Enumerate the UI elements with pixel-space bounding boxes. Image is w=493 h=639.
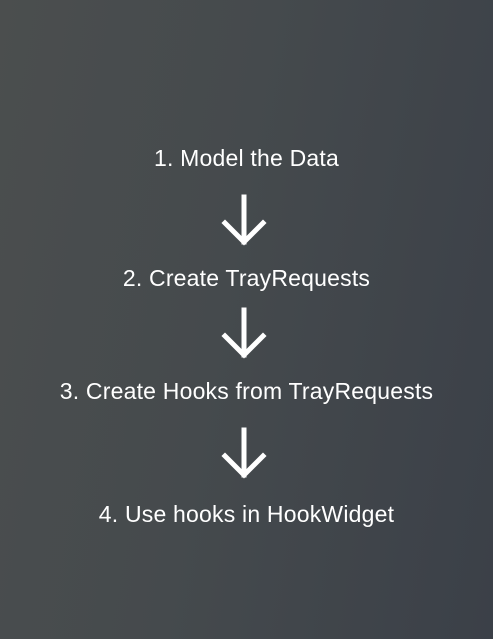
step-2-label: 2. Create TrayRequests bbox=[122, 265, 371, 291]
step-4-label: 4. Use hooks in HookWidget bbox=[98, 501, 395, 527]
step-1-label: 1. Model the Data bbox=[154, 145, 339, 171]
arrow-down-icon bbox=[221, 194, 267, 248]
arrow-down-icon bbox=[221, 307, 267, 361]
step-3-label: 3. Create Hooks from TrayRequests bbox=[59, 378, 434, 404]
arrow-down-icon bbox=[221, 427, 267, 481]
